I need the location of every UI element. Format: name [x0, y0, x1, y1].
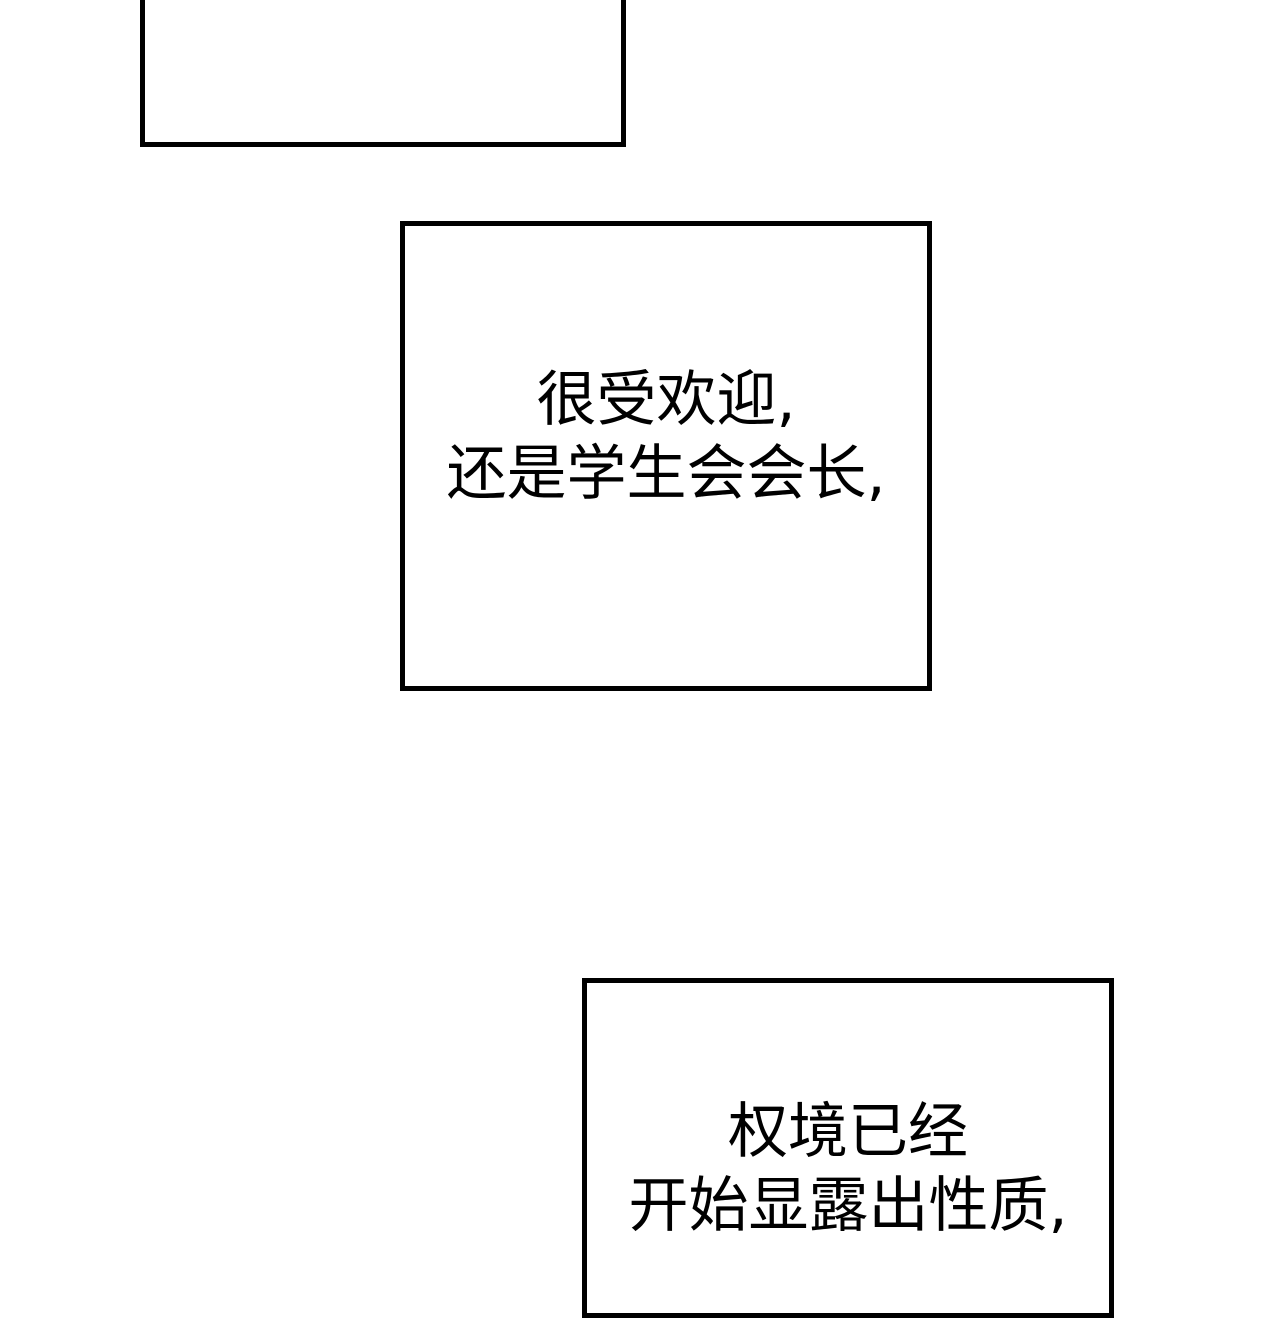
caption-box-middle: 很受欢迎, 还是学生会会长, [400, 221, 932, 691]
caption-line: 权境已经 [728, 1097, 968, 1167]
caption-box-top [140, 0, 626, 147]
caption-text-bottom: 权境已经 开始显露出性质, [587, 1095, 1109, 1243]
caption-box-bottom: 权境已经 开始显露出性质, [582, 978, 1114, 1318]
caption-line: 开始显露出性质, [628, 1171, 1068, 1241]
caption-line: 很受欢迎, [536, 365, 796, 435]
caption-line: 还是学生会会长, [446, 439, 886, 509]
caption-text-middle: 很受欢迎, 还是学生会会长, [405, 363, 927, 511]
